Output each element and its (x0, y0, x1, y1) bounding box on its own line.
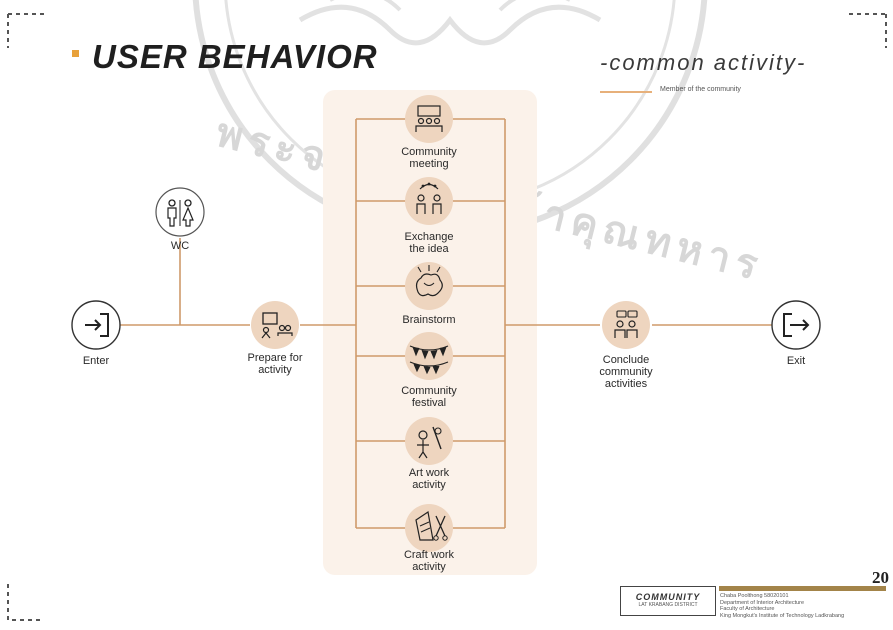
legend-line-swatch (600, 91, 652, 93)
community-logo: COMMUNITY LAT KRABANG DISTRICT (620, 586, 716, 616)
wc-label: WC (170, 240, 190, 252)
activity-label-brainstorm: Brainstorm (402, 314, 456, 326)
craft-work-icon (405, 504, 453, 552)
page-title: USER BEHAVIOR (92, 38, 378, 75)
conclude-label: Conclude community activities (599, 354, 653, 390)
footer-accent-bar (719, 586, 886, 591)
title-accent-mark (72, 50, 79, 57)
exit-icon (771, 300, 821, 350)
activity-label-art-work: Art work activity (408, 467, 450, 491)
wc-icon (155, 187, 205, 237)
logo-title: COMMUNITY (635, 592, 701, 602)
prepare-label-line2: activity (258, 364, 292, 376)
brainstorm-icon (405, 262, 453, 310)
page-number: 20 (872, 568, 889, 587)
logo-subtitle: LAT KRABANG DISTRICT (638, 602, 698, 608)
footer-credits: Chaba Poolthong 58020101 Department of I… (720, 593, 845, 619)
art-work-icon (405, 417, 453, 465)
activity-label-exchange: Exchange the idea (404, 231, 454, 255)
prepare-label-line1: Prepare for (247, 352, 303, 364)
prepare-activity-icon (251, 301, 299, 349)
prepare-label: Prepare for activity (235, 352, 315, 376)
meeting-icon (405, 95, 453, 143)
activity-label-festival: Community festival (401, 385, 457, 409)
exchange-idea-icon (405, 177, 453, 225)
activity-label-craft-work: Craft work activity (403, 549, 455, 573)
festival-flags-icon (405, 332, 453, 380)
page-subtitle: -common activity- (600, 50, 807, 75)
exit-label: Exit (786, 355, 806, 367)
legend-label: Member of the community (660, 86, 741, 93)
conclude-activities-icon (602, 301, 650, 349)
enter-label: Enter (82, 355, 110, 367)
enter-icon (71, 300, 121, 350)
activity-label-meeting: Community meeting (401, 146, 457, 170)
